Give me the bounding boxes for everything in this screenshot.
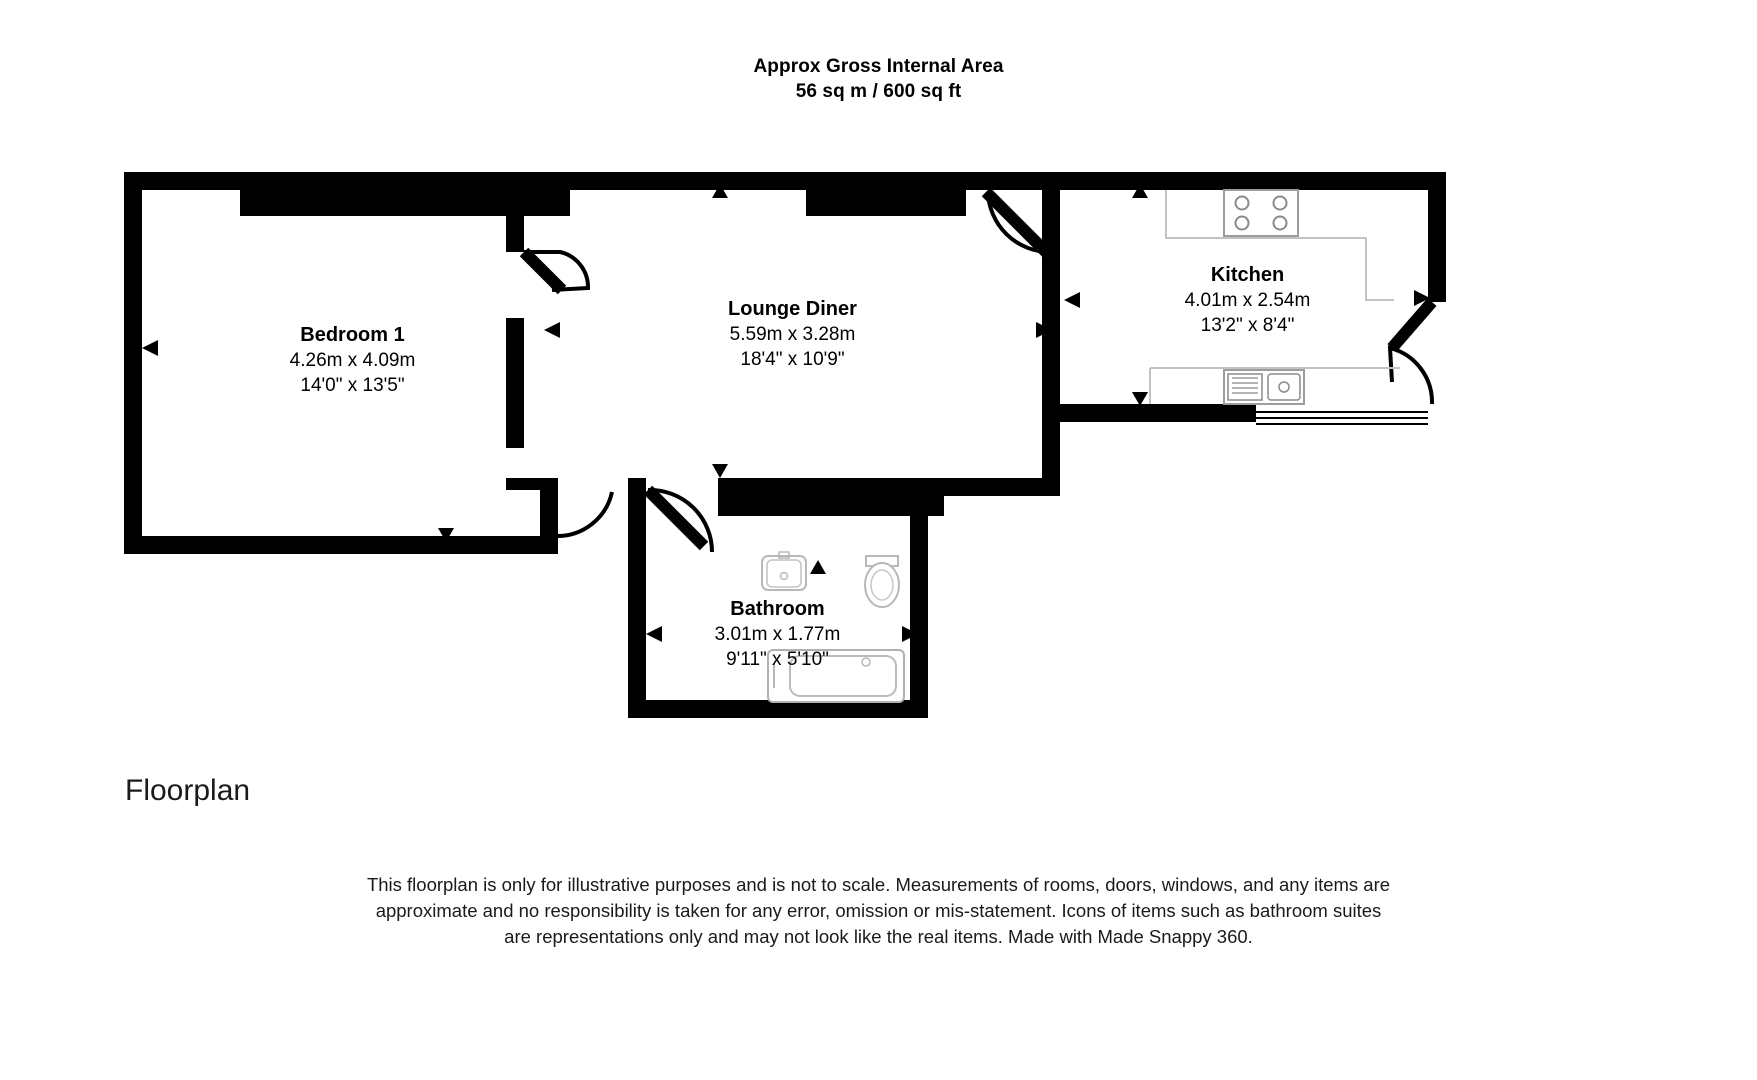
arrow-bathroom-left: [646, 626, 662, 642]
kitchen-fixtures: [1149, 190, 1400, 404]
bedroom1-imperial: 14'0" x 13'5": [300, 375, 405, 396]
gross-internal-area-value: 56 sq m / 600 sq ft: [795, 81, 962, 102]
room-label-kitchen: Kitchen 4.01m x 2.54m 13'2" x 8'4": [1130, 262, 1365, 338]
kitchen-name: Kitchen: [1210, 264, 1285, 286]
arrow-kitchen-bottom: [1132, 392, 1148, 406]
arrow-lounge-right: [1036, 322, 1052, 338]
floorplan-drawing: [124, 172, 1446, 718]
arrow-bedroom-right: [506, 340, 522, 356]
disclaimer-line-2: approximate and no responsibility is tak…: [375, 900, 1382, 921]
lounge-name: Lounge Diner: [728, 298, 857, 320]
arrow-bathroom-right: [902, 626, 918, 642]
bathroom-name: Bathroom: [730, 598, 825, 620]
disclaimer-line-3: are representations only and may not loo…: [504, 926, 1253, 947]
room-label-bathroom: Bathroom 3.01m x 1.77m 9'11" x 5'10": [660, 596, 895, 672]
arrow-bedroom-bottom: [438, 528, 454, 542]
kitchen-ext-door-leaf: [1387, 298, 1437, 352]
page-title: Approx Gross Internal Area 56 sq m / 600…: [0, 54, 1757, 104]
arrow-bedroom-left: [142, 340, 158, 356]
wash-basin-icon: [761, 551, 807, 591]
arrow-kitchen-left: [1064, 292, 1080, 308]
hob-icon: [1223, 189, 1299, 237]
window-glazing: [126, 312, 1428, 612]
kitchen-worktop-upper: [1165, 190, 1394, 301]
hall-door-swing: [555, 491, 614, 539]
bedroom1-metric: 4.26m x 4.09m: [289, 350, 416, 371]
bedroom1-name: Bedroom 1: [300, 324, 405, 346]
arrow-bathroom-top: [810, 560, 826, 574]
sink-icon: [1223, 369, 1305, 405]
arrow-lounge-top: [712, 184, 728, 198]
arrow-bedroom-top: [438, 184, 454, 198]
bedroom-door-swing: [524, 250, 591, 292]
bedroom-door-leaf: [519, 247, 567, 295]
disclaimer-line-1: This floorplan is only for illustrative …: [366, 874, 1391, 895]
arrow-lounge-bottom: [712, 464, 728, 478]
lounge-imperial: 18'4" x 10'9": [740, 349, 845, 370]
arrow-kitchen-top: [1132, 184, 1148, 198]
room-label-lounge-diner: Lounge Diner 5.59m x 3.28m 18'4" x 10'9": [675, 296, 910, 372]
kitchen-exterior-door-swing: [1387, 345, 1435, 405]
floorplan-caption: Floorplan: [125, 774, 251, 807]
lounge-metric: 5.59m x 3.28m: [729, 324, 856, 345]
gross-internal-area-title: Approx Gross Internal Area: [753, 56, 1004, 77]
bathroom-door-swing: [647, 487, 714, 553]
bathroom-imperial: 9'11" x 5'10": [726, 649, 829, 670]
kitchen-door-leaf: [981, 187, 1055, 261]
room-label-bedroom1: Bedroom 1 4.26m x 4.09m 14'0" x 13'5": [235, 322, 470, 398]
arrow-kitchen-right: [1414, 290, 1430, 306]
door-leaf-group: [519, 187, 1437, 551]
kitchen-metric: 4.01m x 2.54m: [1184, 290, 1311, 311]
bathroom-door-leaf: [643, 485, 709, 551]
bathtub-icon: [767, 649, 905, 703]
arrow-lounge-left: [544, 322, 560, 338]
disclaimer: This floorplan is only for illustrative …: [0, 872, 1757, 950]
kitchen-imperial: 13'2" x 8'4": [1200, 315, 1295, 336]
bathroom-metric: 3.01m x 1.77m: [714, 624, 841, 645]
toilet-icon: [864, 555, 900, 608]
